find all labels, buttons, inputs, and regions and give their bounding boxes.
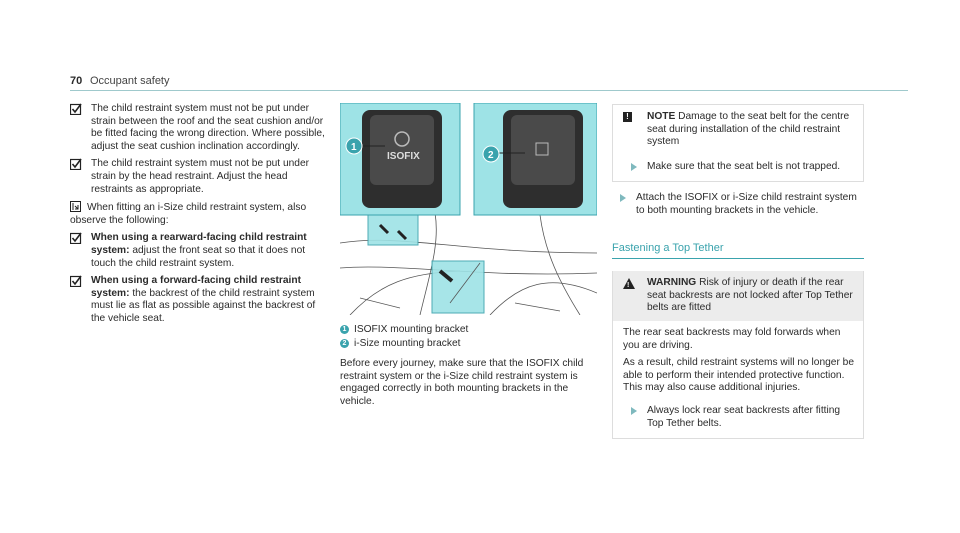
callout-1: 1 bbox=[351, 142, 357, 153]
isize-note-text: When fitting an i-Size child restraint s… bbox=[70, 202, 307, 226]
legend-text: i-Size mounting bracket bbox=[354, 337, 461, 349]
warning-step: Always lock rear seat backrests after fi… bbox=[623, 405, 855, 430]
section-heading: Fastening a Top Tether bbox=[612, 242, 864, 260]
warning-paragraph: The rear seat backrests may fold forward… bbox=[623, 326, 841, 351]
arrow-right-icon bbox=[631, 162, 637, 171]
isize-icon bbox=[70, 201, 81, 213]
left-column: The child restraint system must not be p… bbox=[70, 103, 325, 331]
legend-number: 2 bbox=[340, 338, 349, 348]
section-title-header: Occupant safety bbox=[90, 75, 170, 87]
warning-step-text: Always lock rear seat backrests after fi… bbox=[647, 404, 841, 429]
note-step: Make sure that the seat belt is not trap… bbox=[623, 161, 857, 174]
checkbox-icon bbox=[70, 103, 82, 115]
check-item: The child restraint system must not be p… bbox=[70, 103, 325, 153]
check-item: When using a forward-facing child restra… bbox=[70, 275, 325, 325]
attach-step: Attach the ISOFIX or i-Size child restra… bbox=[612, 192, 864, 217]
legend-item: 1 ISOFIX mounting bracket bbox=[340, 324, 600, 337]
warning-box: ! WARNING Risk of injury or death if the… bbox=[612, 271, 864, 440]
isofix-label: ISOFIX bbox=[387, 151, 420, 162]
arrow-right-icon bbox=[620, 194, 626, 203]
legend-item: 2 i-Size mounting bracket bbox=[340, 338, 600, 351]
note-head: ! NOTE Damage to the seat belt for the c… bbox=[623, 111, 857, 149]
arrow-right-icon bbox=[631, 406, 637, 415]
check-paragraph: Before every journey, make sure that the… bbox=[340, 358, 584, 407]
warning-head-text: Risk of injury or death if the rear seat… bbox=[647, 277, 853, 314]
isofix-figure: ISOFIX 1 2 bbox=[340, 103, 597, 315]
check-item-bold: When using a rearward-facing child restr… bbox=[91, 232, 307, 256]
check-item-text: the backrest of the child restraint syst… bbox=[91, 287, 316, 324]
warning-paragraph: As a result, child restraint systems wil… bbox=[623, 357, 855, 394]
note-step-text: Make sure that the seat belt is not trap… bbox=[647, 160, 841, 172]
header-rule bbox=[70, 90, 908, 91]
checkbox-icon bbox=[70, 275, 82, 288]
checkbox-icon bbox=[70, 232, 82, 245]
check-item: When using a rearward-facing child restr… bbox=[70, 232, 325, 270]
note-box: ! NOTE Damage to the seat belt for the c… bbox=[612, 104, 864, 183]
checkbox-icon bbox=[70, 158, 82, 171]
check-item-text: The child restraint system must not be p… bbox=[91, 103, 325, 152]
exclamation-icon: ! bbox=[623, 112, 632, 122]
note-label: NOTE bbox=[647, 111, 676, 122]
figure-legend: 1 ISOFIX mounting bracket 2 i-Size mount… bbox=[340, 324, 600, 409]
warning-label: WARNING bbox=[647, 277, 697, 289]
isize-note: When fitting an i-Size child restraint s… bbox=[70, 201, 325, 227]
check-item-bold: When using a forward-facing child restra… bbox=[91, 275, 301, 299]
warning-head: ! WARNING Risk of injury or death if the… bbox=[613, 271, 863, 321]
page-number: 70 bbox=[70, 75, 83, 87]
check-item-text: The child restraint system must not be p… bbox=[91, 158, 310, 195]
warning-icon: ! bbox=[623, 278, 635, 290]
warning-body: The rear seat backrests may fold forward… bbox=[613, 321, 863, 438]
seat-illustration: ISOFIX 1 2 bbox=[340, 103, 597, 315]
attach-step-text: Attach the ISOFIX or i-Size child restra… bbox=[636, 192, 857, 216]
legend-number: 1 bbox=[340, 325, 349, 334]
legend-text: ISOFIX mounting bracket bbox=[354, 324, 469, 335]
check-item-text: adjust the front seat so that it does no… bbox=[91, 244, 306, 269]
callout-2: 2 bbox=[488, 150, 494, 161]
note-text: Damage to the seat belt for the centre s… bbox=[647, 111, 850, 148]
check-item: The child restraint system must not be p… bbox=[70, 158, 325, 196]
right-column: ! NOTE Damage to the seat belt for the c… bbox=[612, 104, 864, 440]
